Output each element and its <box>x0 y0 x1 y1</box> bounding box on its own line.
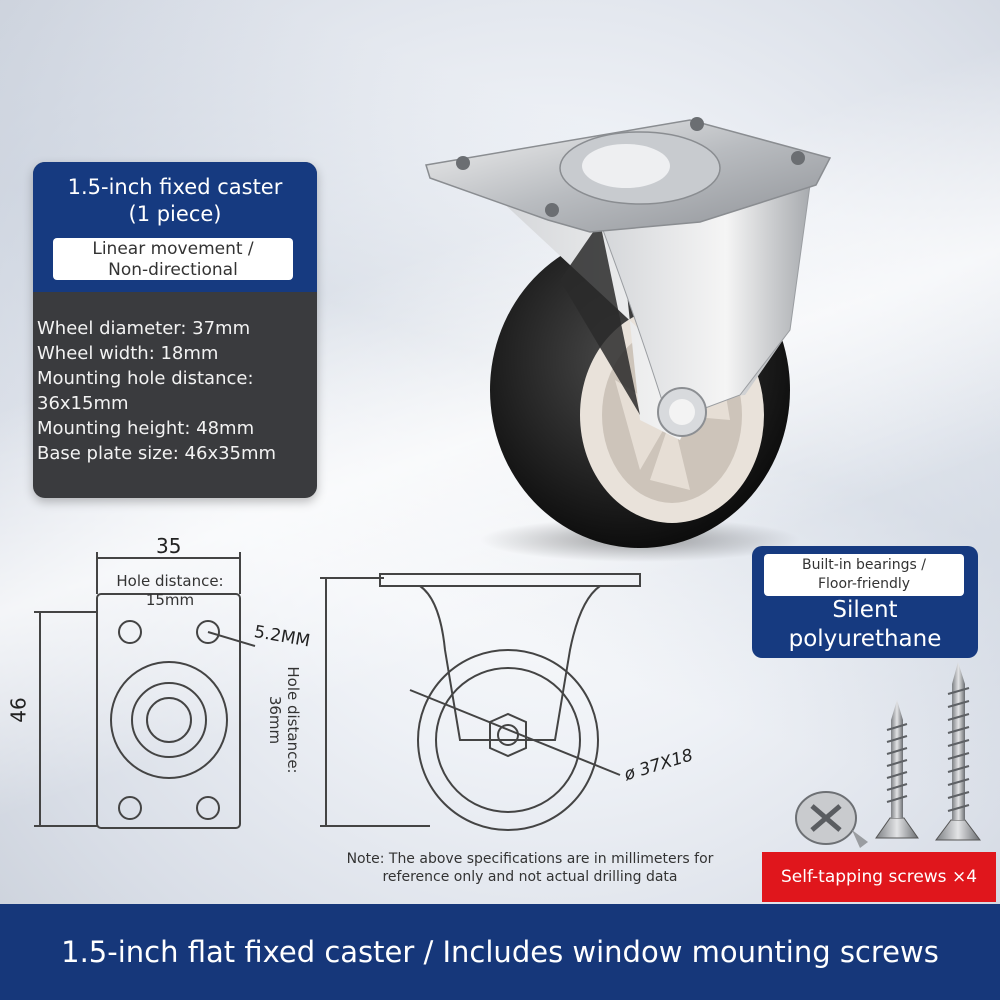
material-title: Silent polyurethane <box>788 597 942 652</box>
movement-pill: Linear movement / Non-directional <box>53 238 293 280</box>
bearing-pill: Built-in bearings / Floor-friendly <box>764 554 964 596</box>
screws-label: Self-tapping screws ×4 <box>762 852 996 902</box>
height-dimension-label: 46 <box>6 697 31 723</box>
spec-hole-distance-value: 36x15mm <box>37 393 129 414</box>
spec-card: 1.5-inch fixed caster (1 piece) Linear m… <box>33 162 317 498</box>
bottom-banner: 1.5-inch flat fixed caster / Includes wi… <box>0 904 1000 1000</box>
spec-card-title: 1.5-inch fixed caster (1 piece) <box>67 175 283 226</box>
spec-hole-distance-label: Mounting hole distance: <box>37 368 254 389</box>
spec-base-plate-size: Base plate size: 46x35mm <box>37 443 277 464</box>
width-dimension-label: 35 <box>156 534 182 558</box>
spec-wheel-width: Wheel width: 18mm <box>37 343 219 364</box>
spec-card-header: 1.5-inch fixed caster (1 piece) Linear m… <box>33 162 317 292</box>
spec-wheel-diameter: Wheel diameter: 37mm <box>37 318 251 339</box>
material-badge: Built-in bearings / Floor-friendly Silen… <box>752 546 978 658</box>
hole-distance-long-label: Hole distance: 36mm <box>266 666 302 774</box>
spec-mounting-height: Mounting height: 48mm <box>37 418 255 439</box>
spec-note: Note: The above specifications are in mi… <box>346 851 714 885</box>
hole-distance-short-label: Hole distance: 15mm <box>116 572 224 609</box>
spec-list: Wheel diameter: 37mm Wheel width: 18mm M… <box>37 316 313 466</box>
